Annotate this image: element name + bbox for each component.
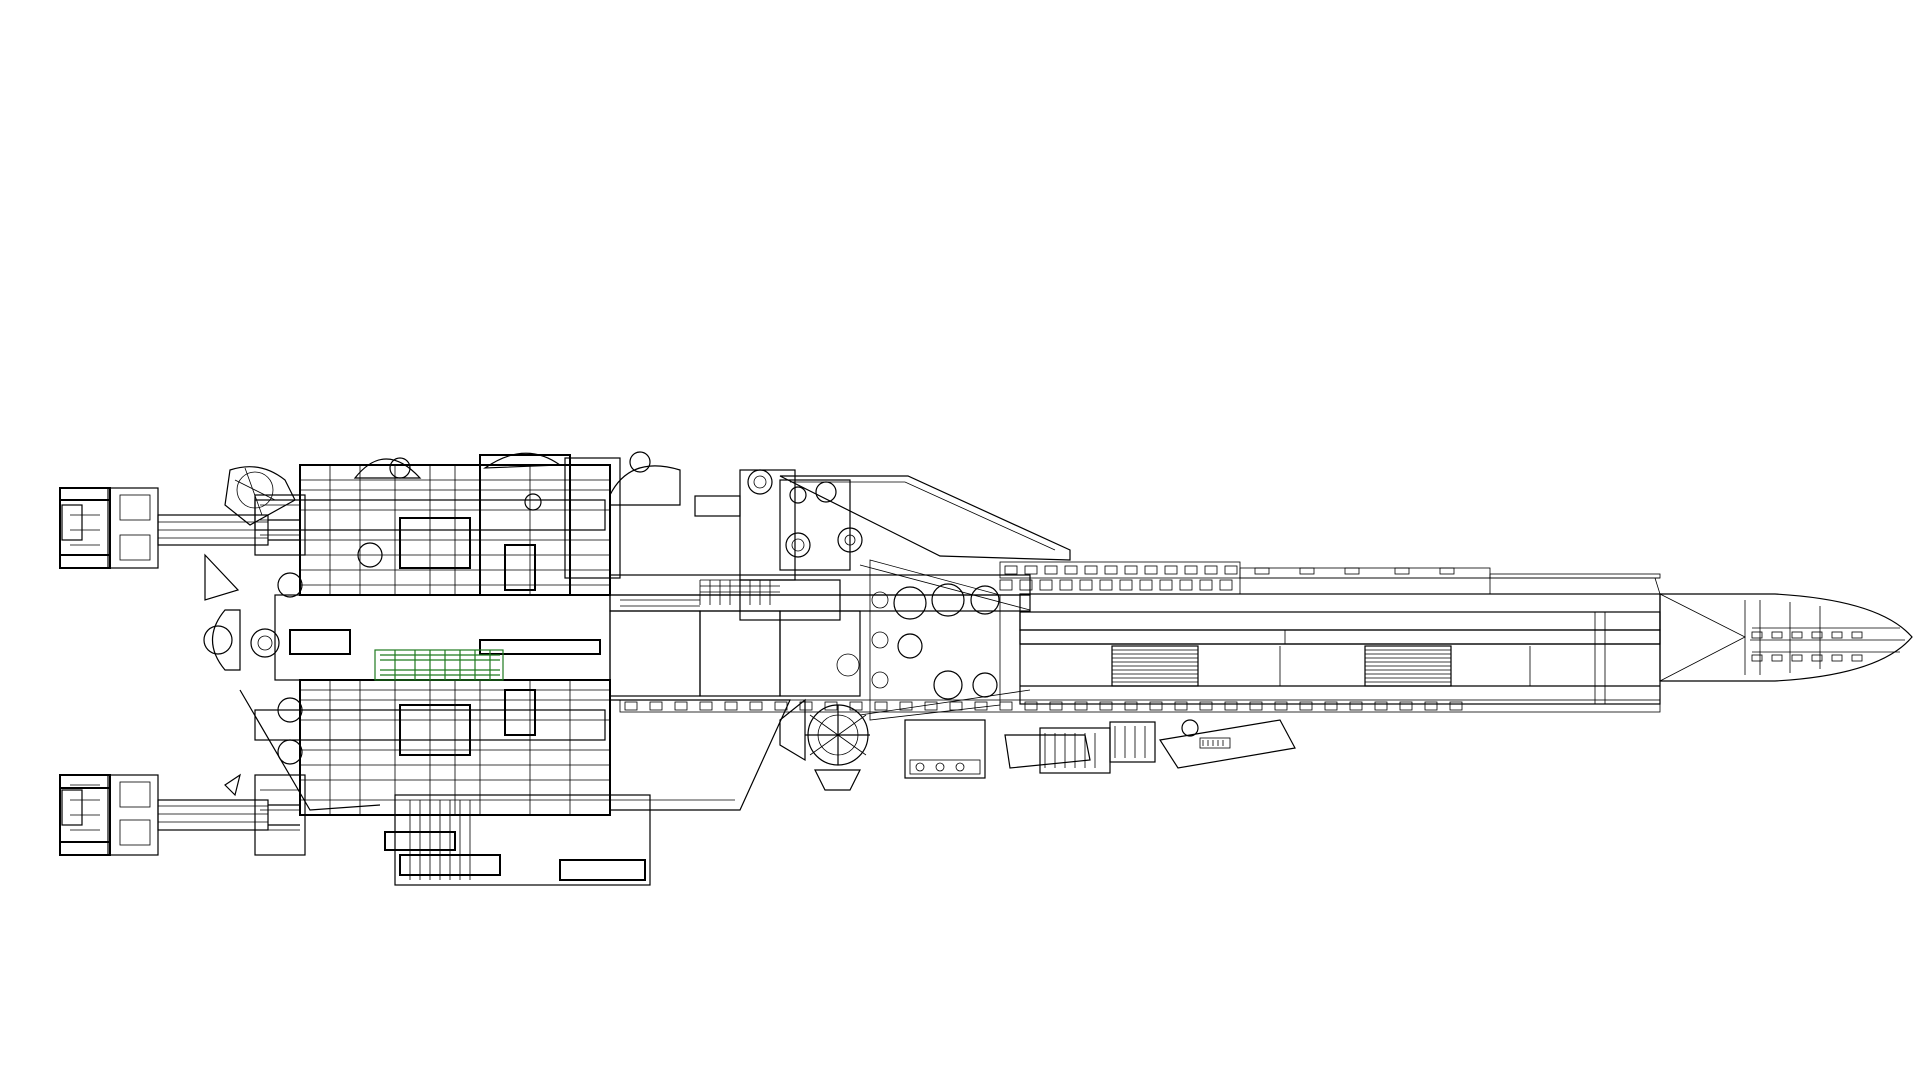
highlighted-part [374,649,504,681]
vent-right [1364,645,1452,687]
center-ribs [699,580,771,605]
studs-top [999,565,1455,591]
lower-attachments [779,698,1296,791]
engine-gridwork [300,465,610,880]
studs-bottom [619,699,1661,713]
nose-section [1659,593,1913,682]
main-fuselage [619,561,1661,713]
tail-bracket [203,466,381,811]
side-struts [254,494,306,826]
cockpit-canopy [694,469,1071,721]
vent-left [1111,645,1199,687]
center-body [609,574,1031,811]
engine-nacelle-upper [59,487,269,569]
engine-block [250,451,681,886]
engine-nacelle-lower [59,774,306,856]
